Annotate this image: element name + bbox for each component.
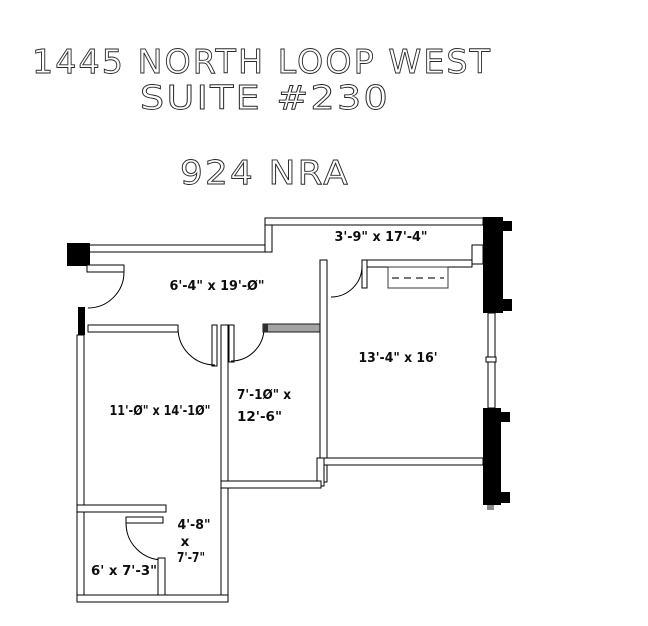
entry-door-leaf [86,264,125,273]
column-right-upper [483,217,512,313]
label-top-room: 3'-9" x 17'-4" [335,229,428,245]
wall-hallway-bottom [87,324,179,333]
right-room-door-swing-arc [330,265,363,298]
suite-number: SUITE #230 [140,78,390,117]
label-closet-line1: 4'-8" [178,517,211,533]
entry-door-swing-arc [87,271,125,309]
building-address: 1445 NORTH LOOP WEST [32,42,492,81]
net-rentable-area: 924 NRA [180,153,350,192]
column-top-left [67,243,90,266]
middle-room-door-leaf [228,324,235,363]
label-hallway: 6'-4" x 19'-Ø" [170,278,265,294]
wall-segment-left-black [78,307,85,335]
left-room-door-leaf [211,324,218,367]
wall-right-room-bottom [319,457,484,466]
middle-room-door-swing-arc [230,327,265,362]
wall-gray-end-cap [263,324,268,332]
wall-top-left-section [87,244,269,253]
column-right-lower [483,408,510,505]
wall-left-outer [76,334,85,603]
wall-nook [471,244,484,265]
window-mullion-tick [485,356,497,363]
walls-group [67,217,512,603]
room-labels-group: 6'-4" x 19'-Ø" 3'-9" x 17'-4" 13'-4" x 1… [91,229,438,579]
wall-top-room-bottom [362,259,473,268]
left-room-door-swing-arc [177,327,216,366]
closet-door-swing-arc [125,522,164,561]
wall-middle-room-bottom [220,480,322,489]
label-left-room: 11'-Ø" x 14'-1Ø" [110,403,211,419]
label-middle-room-line1: 7'-1Ø" x [237,387,291,403]
closet-door-leaf [125,516,164,524]
column-lower-stub [487,505,494,510]
title-block: 1445 NORTH LOOP WEST SUITE #230 924 NRA [32,42,492,193]
wall-center-vertical [220,324,229,603]
label-middle-room-line2: 12'-6" [237,409,282,425]
wall-jamb-return [361,259,368,289]
wall-gray-existing [262,323,324,333]
label-closet-line2: x [181,534,190,550]
wall-bottom-outer [76,594,229,603]
wall-top-right-section [264,217,484,226]
wall-small-rooms-top [76,504,167,513]
label-right-room: 13'-4" x 16' [359,350,438,366]
label-closet-line3: 7'-7" [177,550,205,566]
label-small-room: 6' x 7'-3" [91,563,157,579]
wall-right-room-divider [319,259,328,483]
